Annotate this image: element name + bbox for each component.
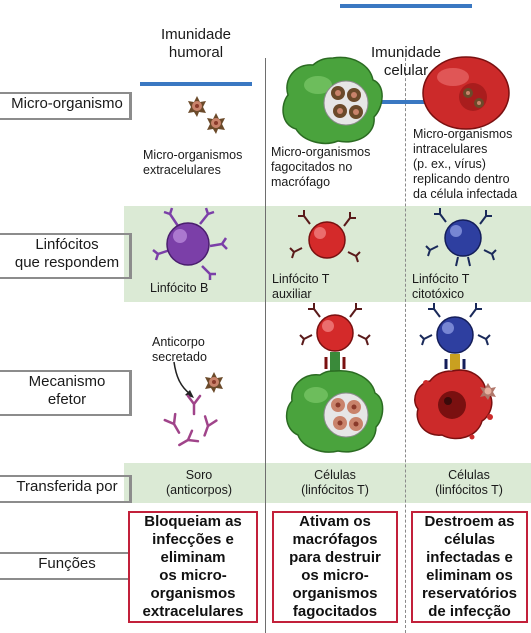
microbe-icon bbox=[205, 372, 223, 393]
microbe-icon bbox=[207, 113, 225, 134]
microbe-icon bbox=[188, 96, 206, 117]
row-bracket-lymphocytes bbox=[0, 233, 132, 279]
function-humoral: Bloqueiam as infecções e eliminam os mic… bbox=[128, 511, 258, 623]
header-cellular-rule-top bbox=[340, 4, 472, 8]
microbe-icon bbox=[463, 88, 484, 108]
t-helper-label: Linfócito T auxiliar bbox=[272, 272, 330, 301]
intracellular-label: Micro-organismos intracelulares (p. ex.,… bbox=[413, 127, 518, 201]
row-bracket-mechanism bbox=[0, 370, 132, 416]
antibody-icon bbox=[203, 415, 218, 437]
antibody-icon bbox=[163, 412, 181, 434]
macrophage-icon bbox=[282, 56, 383, 145]
transfer-row-band bbox=[124, 463, 531, 503]
b-cell-label: Linfócito B bbox=[150, 281, 209, 295]
header-humoral-rule bbox=[140, 82, 252, 86]
transfer-humoral: Soro (anticorpos) bbox=[166, 468, 232, 497]
t-helper-icon bbox=[289, 210, 361, 263]
row-label-mechanism: Mecanismo efetor bbox=[28, 373, 106, 408]
infected-cell-icon bbox=[422, 56, 510, 130]
function-helper: Ativam os macrófagos para destruir os mi… bbox=[272, 511, 398, 623]
row-label-transferred: Transferida por bbox=[16, 478, 118, 495]
antibody-icon bbox=[186, 394, 202, 416]
transfer-cytotoxic: Células (linfócitos T) bbox=[435, 468, 503, 497]
ctl-label: Linfócito T citotóxico bbox=[412, 272, 470, 301]
extracellular-label: Micro-organismos extracelulares bbox=[143, 148, 243, 177]
b-cell-icon bbox=[152, 207, 228, 280]
phagocytosed-label: Micro-organismos fagocitados no macrófag… bbox=[271, 145, 371, 189]
column-divider-dashed bbox=[405, 58, 406, 633]
antibody-label: Anticorpo secretado bbox=[152, 335, 207, 364]
header-humoral-text: Imunidade humoral bbox=[160, 26, 232, 61]
antibody-arrow bbox=[173, 361, 194, 398]
function-cytotoxic: Destroem as células infectadas e elimina… bbox=[411, 511, 528, 623]
row-label-microorganism: Micro-organismo bbox=[11, 95, 123, 112]
helper-effector bbox=[285, 303, 384, 453]
header-humoral: Imunidade humoral bbox=[140, 8, 252, 86]
row-label-lymphocytes: Linfócitos que respondem bbox=[14, 236, 120, 271]
antibody-icon bbox=[178, 429, 200, 447]
antibody-group bbox=[163, 372, 223, 447]
row-label-functions: Funções bbox=[38, 555, 96, 572]
header-cellular: Imunidade celular bbox=[340, 4, 472, 104]
transfer-helper: Células (linfócitos T) bbox=[301, 468, 369, 497]
header-cellular-text: Imunidade celular bbox=[370, 44, 442, 79]
ctl-icon bbox=[425, 208, 497, 267]
row-bracket-transferred bbox=[0, 475, 132, 503]
row-bracket-microorganism bbox=[0, 92, 132, 120]
extracellular-microbes bbox=[188, 96, 225, 134]
ctl-effector bbox=[414, 303, 496, 440]
header-cellular-rule bbox=[340, 100, 472, 104]
microbe-icon bbox=[480, 383, 496, 400]
column-divider-solid bbox=[265, 58, 266, 633]
